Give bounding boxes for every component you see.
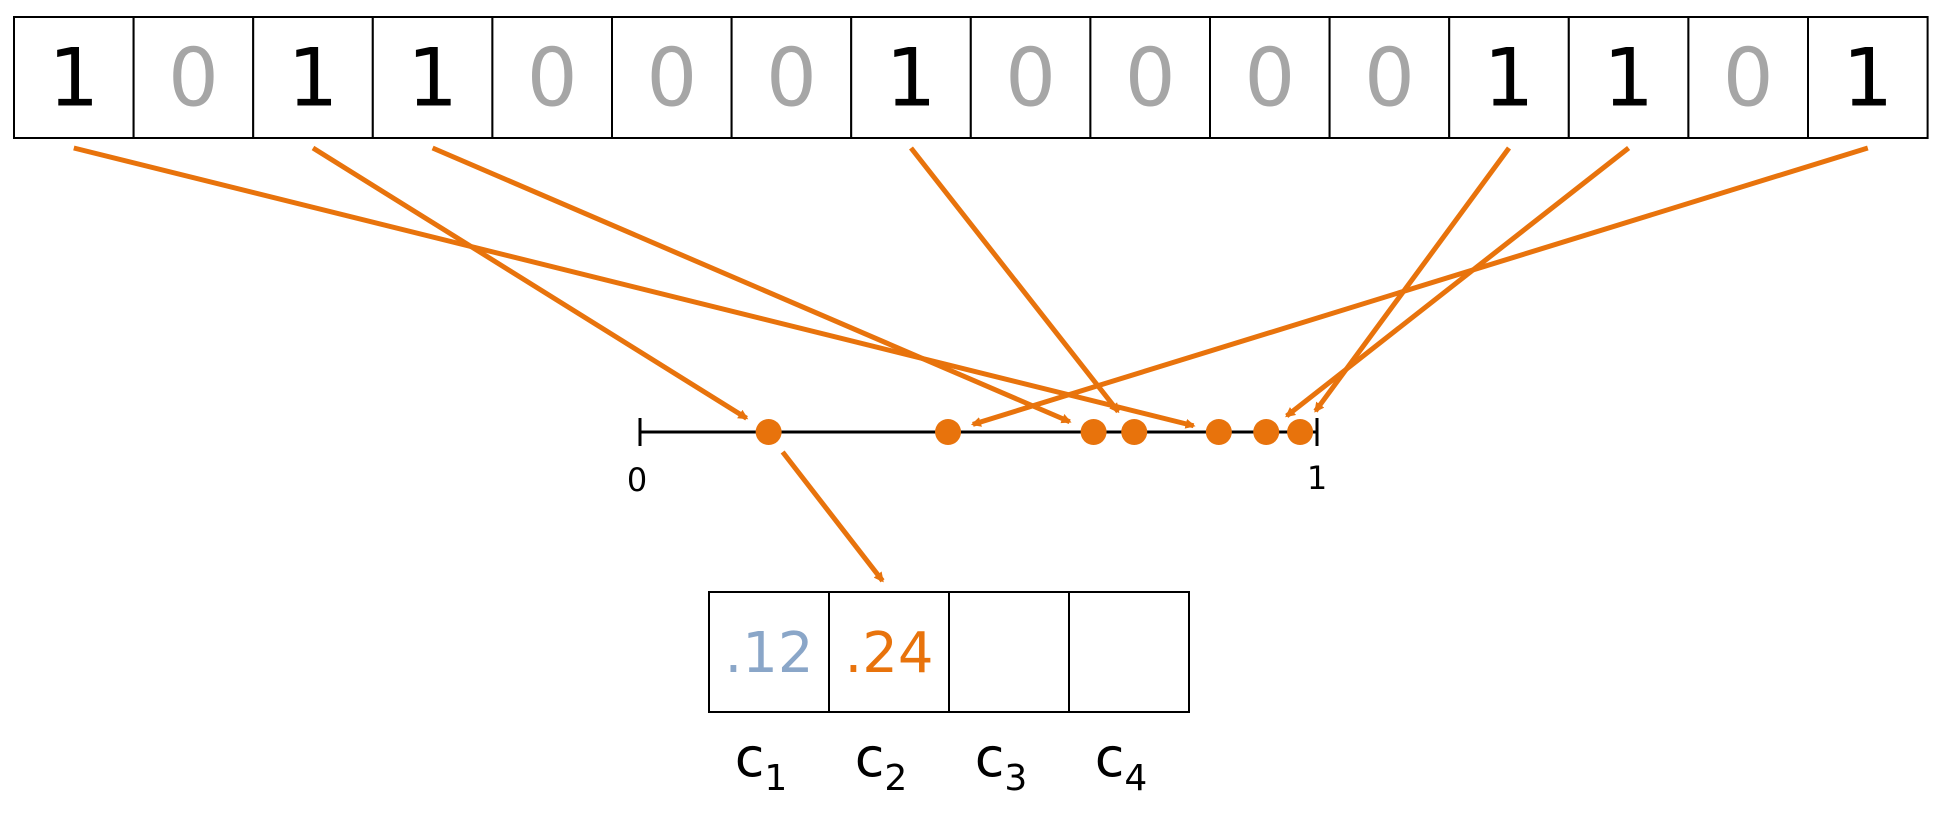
register-label: c3 <box>975 726 1028 799</box>
register-label-letter: c <box>1095 726 1125 789</box>
bit-value: 0 <box>1364 32 1415 125</box>
bit-cell-box <box>1089 16 1212 139</box>
register-label: c4 <box>1095 726 1148 799</box>
bit-cell: 1 <box>850 16 972 139</box>
hash-arrow <box>1285 146 1631 418</box>
register-label-letter: c <box>855 726 885 789</box>
bit-cell: 0 <box>730 16 853 139</box>
bit-cell: 1 <box>252 16 374 139</box>
register-cell: .24 c2 <box>828 591 950 799</box>
bit-value: 1 <box>1842 32 1893 125</box>
bit-cell: 0 <box>132 16 255 139</box>
bit-cell-box <box>1807 16 1929 139</box>
bit-cell: 0 <box>491 16 613 139</box>
number-line-min-label: 0 <box>627 461 647 499</box>
register-label-subscript: 1 <box>764 758 787 799</box>
bit-cell: 0 <box>1328 16 1451 139</box>
register-box <box>1068 591 1190 713</box>
bit-value: 0 <box>1723 32 1774 125</box>
hash-arrow <box>970 145 1869 427</box>
bit-value: 0 <box>766 32 817 125</box>
bit-cell-box <box>1328 16 1451 139</box>
bit-value: 0 <box>1125 32 1176 125</box>
bit-value: 1 <box>1603 32 1654 125</box>
register-box <box>708 591 830 713</box>
register-label: c1 <box>735 726 788 799</box>
hash-point <box>1253 419 1280 445</box>
bit-cell: 1 <box>1807 16 1929 139</box>
register-label-subscript: 2 <box>884 758 907 799</box>
number-line-max-label: 1 <box>1307 459 1327 497</box>
bit-cell-box <box>611 16 733 139</box>
bit-value: 1 <box>407 32 458 125</box>
bit-value: 1 <box>48 32 99 125</box>
bit-value: 1 <box>886 32 937 125</box>
bit-value: 0 <box>527 32 578 125</box>
bit-cell: 0 <box>969 16 1092 139</box>
hash-point <box>935 419 962 445</box>
bit-cell: 0 <box>1089 16 1212 139</box>
register-value: .12 <box>724 621 813 686</box>
hash-arrow <box>909 146 1121 414</box>
hash-arrow <box>73 145 1196 429</box>
bit-value: 0 <box>168 32 219 125</box>
register-value: .24 <box>844 621 933 686</box>
bit-value: 0 <box>646 32 697 125</box>
bit-cell-box <box>730 16 853 139</box>
bit-cell-box <box>1567 16 1690 139</box>
bit-value: 1 <box>288 32 339 125</box>
bit-cell: 1 <box>371 16 494 139</box>
hash-arrow <box>311 145 749 421</box>
hash-arrows <box>73 145 1869 583</box>
hash-point <box>1205 419 1232 445</box>
bit-value: 0 <box>1244 32 1295 125</box>
bit-cell-box <box>969 16 1092 139</box>
bit-value: 0 <box>1005 32 1056 125</box>
bit-cell: 0 <box>1209 16 1331 139</box>
bit-cell-box <box>1448 16 1570 139</box>
register-label-letter: c <box>975 726 1005 789</box>
register-label-subscript: 4 <box>1124 758 1147 799</box>
register-label: c2 <box>855 726 908 799</box>
hash-points <box>755 419 1314 445</box>
hash-point <box>755 419 782 445</box>
register-box <box>948 591 1070 713</box>
bit-cell-box <box>252 16 374 139</box>
bit-cell-box <box>13 16 135 139</box>
bit-cell-box <box>850 16 972 139</box>
register-label-subscript: 3 <box>1004 758 1027 799</box>
bit-cell: 1 <box>13 16 135 139</box>
hash-point <box>1121 419 1148 445</box>
hash-point <box>1287 419 1314 445</box>
register-arrow <box>780 450 885 583</box>
hash-point <box>1080 419 1107 445</box>
bit-cell: 1 <box>1567 16 1690 139</box>
bit-cell: 1 <box>1448 16 1570 139</box>
number-line: 0 1 <box>627 418 1327 499</box>
bit-cell-box <box>491 16 613 139</box>
bit-cell: 0 <box>1687 16 1810 139</box>
register-label-letter: c <box>735 726 765 789</box>
register-cell: c4 <box>1068 591 1190 799</box>
hash-arrow <box>431 145 1072 425</box>
register-cell: c3 <box>948 591 1070 799</box>
register-cell: .12 c1 <box>708 591 830 799</box>
bit-cell-box <box>132 16 255 139</box>
bit-value: 1 <box>1484 32 1535 125</box>
bit-cell: 0 <box>611 16 733 139</box>
